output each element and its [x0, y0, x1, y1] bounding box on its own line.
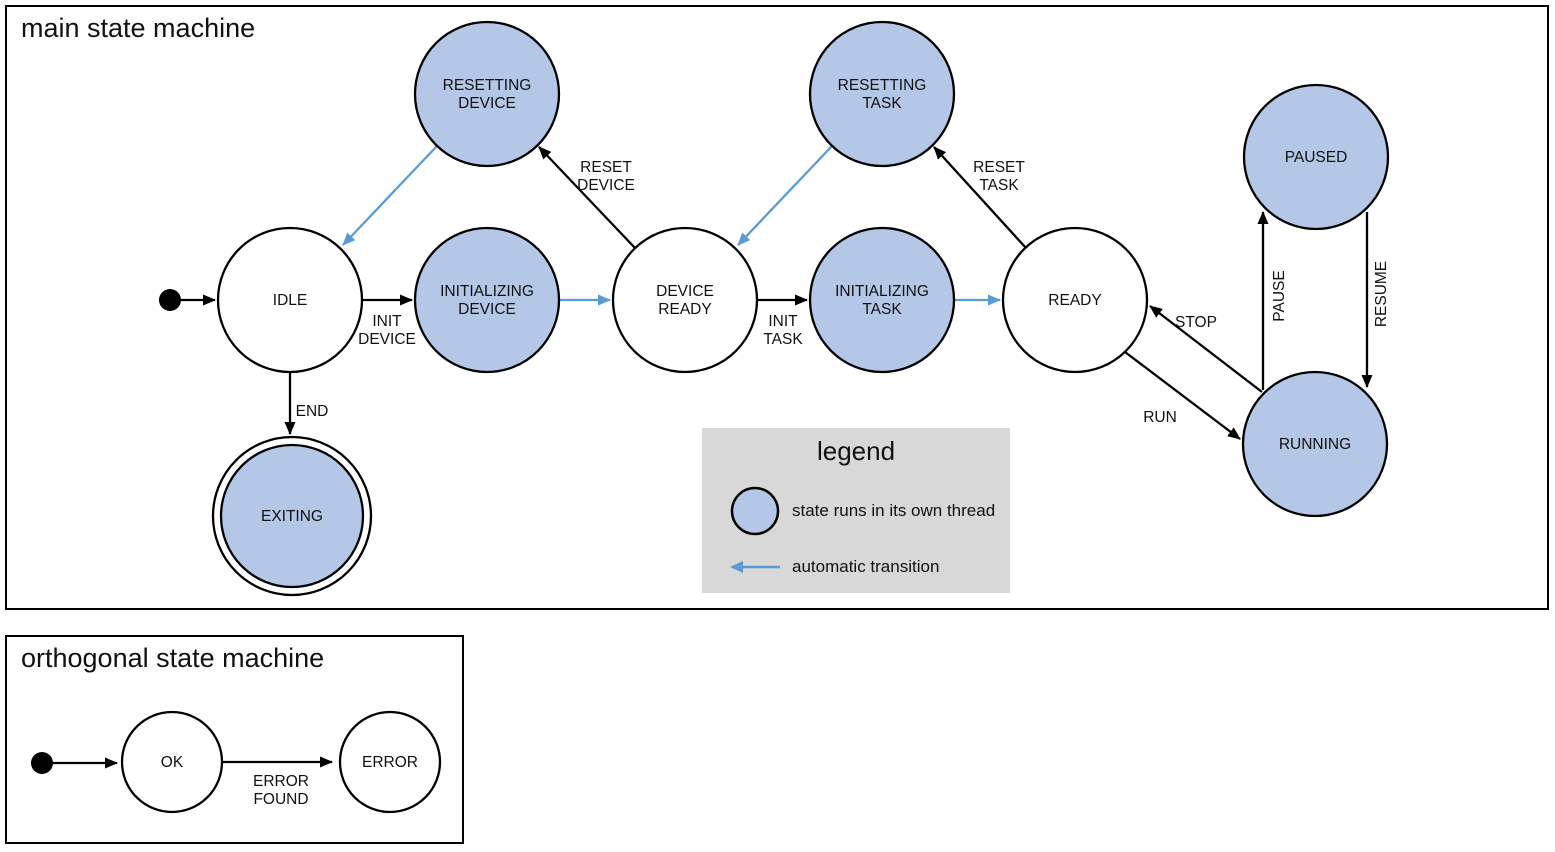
legend-item-threaded-state: state runs in its own thread: [730, 486, 995, 536]
main-state-machine-box: main state machine: [5, 5, 1549, 610]
legend-title: legend: [816, 436, 896, 466]
orthogonal-state-machine-box: orthogonal state machine: [5, 635, 464, 844]
auto-transition-arrow-icon: [730, 561, 780, 573]
legend-panel: legend state runs in its own thread auto…: [702, 428, 1010, 593]
threaded-state-icon: [730, 486, 780, 536]
legend-item-auto-transition: automatic transition: [730, 552, 939, 582]
main-state-machine-title: main state machine: [21, 13, 256, 43]
legend-item-label: state runs in its own thread: [792, 501, 996, 520]
orthogonal-state-machine-title: orthogonal state machine: [21, 643, 325, 673]
legend-item-label: automatic transition: [792, 557, 940, 576]
